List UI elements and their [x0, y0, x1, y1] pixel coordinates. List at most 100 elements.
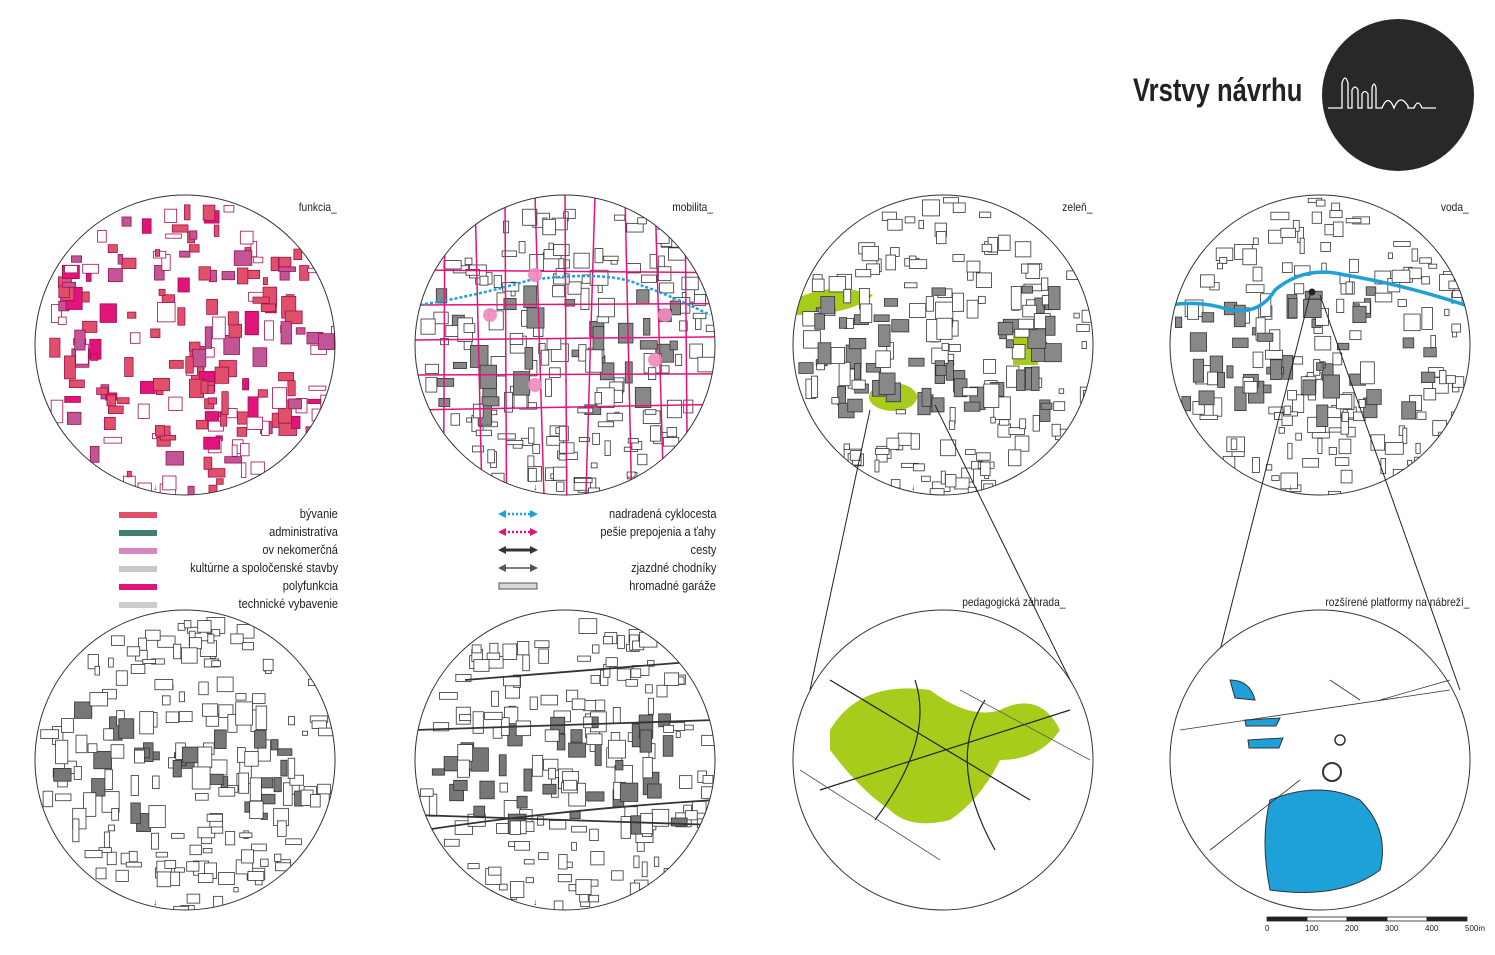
- building: [230, 633, 244, 645]
- building: [82, 320, 98, 333]
- building: [235, 701, 253, 726]
- building: [183, 620, 192, 629]
- building: [239, 230, 254, 245]
- building: [1245, 284, 1265, 293]
- building: [931, 287, 946, 296]
- building: [528, 427, 535, 444]
- building: [275, 862, 292, 872]
- building: [1430, 335, 1436, 348]
- building: [558, 258, 565, 270]
- building: [1393, 241, 1411, 247]
- building: [179, 250, 191, 258]
- building: [127, 311, 137, 319]
- building: [1217, 372, 1226, 388]
- building: [227, 311, 239, 326]
- building: [575, 879, 592, 895]
- legend-arrow-icon: [498, 510, 538, 518]
- building: [137, 403, 150, 419]
- legend-swatch: [119, 512, 157, 518]
- building: [1222, 455, 1236, 472]
- building: [594, 741, 602, 766]
- building: [1271, 475, 1280, 481]
- building: [139, 711, 154, 735]
- building: [496, 823, 509, 834]
- building: [216, 478, 224, 485]
- building: [197, 746, 213, 769]
- building: [290, 415, 301, 429]
- building: [1402, 337, 1415, 349]
- zoom-connector: [1209, 294, 1461, 691]
- building: [197, 620, 212, 633]
- building: [568, 884, 577, 892]
- building: [273, 777, 282, 793]
- building: [1014, 435, 1030, 452]
- building: [84, 850, 103, 859]
- building: [574, 477, 593, 484]
- building: [153, 377, 170, 392]
- map-circle-outline: [414, 609, 716, 911]
- building: [185, 356, 194, 374]
- building: [247, 396, 259, 420]
- building: [1341, 411, 1349, 422]
- building: [1444, 308, 1450, 316]
- building: [556, 733, 566, 751]
- building: [191, 766, 211, 790]
- building: [564, 299, 576, 307]
- building: [603, 255, 619, 261]
- building: [1366, 389, 1382, 405]
- building: [523, 768, 533, 792]
- building: [200, 380, 209, 394]
- building: [578, 344, 587, 362]
- building: [568, 742, 586, 758]
- building: [962, 387, 978, 397]
- building: [1292, 394, 1305, 414]
- building: [318, 333, 335, 350]
- building: [697, 356, 715, 373]
- building: [542, 783, 557, 795]
- river: [1170, 270, 1466, 313]
- building: [189, 637, 202, 650]
- building: [302, 730, 308, 736]
- pedestrian-route: [504, 195, 508, 495]
- building: [196, 419, 209, 430]
- building: [244, 751, 259, 767]
- building: [117, 254, 123, 265]
- building: [252, 296, 270, 304]
- building: [925, 296, 934, 312]
- building: [1293, 283, 1305, 295]
- building: [1332, 221, 1344, 238]
- building: [897, 432, 912, 446]
- north-arrow-icon: ↓: [153, 482, 158, 492]
- building: [1329, 210, 1343, 219]
- building: [1031, 366, 1040, 391]
- building: [58, 285, 70, 299]
- building: [798, 362, 814, 374]
- building: [250, 461, 265, 475]
- building: [64, 265, 78, 274]
- building: [49, 337, 61, 358]
- building: [107, 268, 123, 283]
- building: [603, 636, 613, 645]
- building: [1005, 339, 1014, 349]
- building: [659, 282, 675, 294]
- building: [171, 833, 185, 839]
- building: [96, 387, 109, 395]
- building: [207, 633, 215, 644]
- building: [318, 727, 335, 737]
- building: [1302, 458, 1319, 468]
- building: [165, 233, 182, 239]
- building: [828, 276, 847, 293]
- building: [887, 218, 903, 231]
- building: [130, 802, 141, 824]
- building: [1328, 447, 1337, 455]
- building: [431, 768, 445, 776]
- building: [636, 289, 650, 305]
- building: [689, 343, 703, 359]
- north-arrow-icon: ↓: [153, 897, 158, 907]
- scale-segment: [1266, 916, 1308, 922]
- building: [1032, 415, 1040, 432]
- building: [705, 324, 715, 333]
- building: [1421, 276, 1430, 285]
- building: [55, 739, 69, 765]
- water-basin: [1264, 789, 1383, 893]
